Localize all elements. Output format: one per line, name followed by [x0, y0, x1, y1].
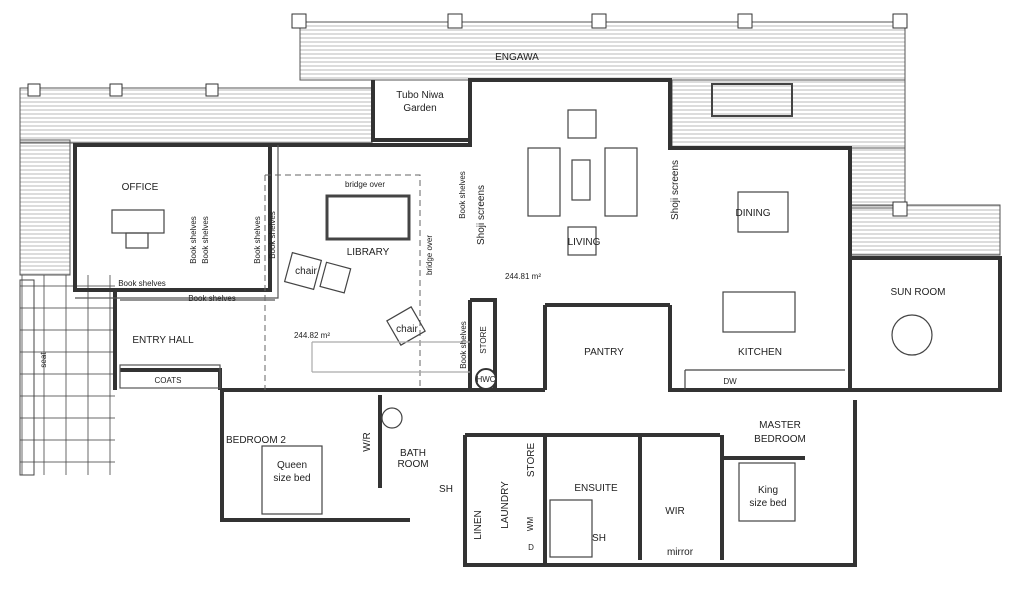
- walls: [73, 78, 1002, 567]
- mirror-label: mirror: [667, 547, 694, 558]
- dryer-label: D: [528, 543, 534, 552]
- ensuite-shower-label: SH: [592, 533, 606, 544]
- garden-label-1: Tubo Niwa: [396, 90, 444, 101]
- hwc-tank: [475, 368, 497, 390]
- book-shelves-label-2: Book shelves: [188, 294, 236, 303]
- queen-bed-label-1: Queen: [277, 460, 307, 471]
- store-label-1: STORE: [479, 326, 488, 353]
- bath-shower-label: SH: [439, 484, 453, 495]
- coats-label: COATS: [155, 376, 182, 385]
- dw-label: DW: [723, 377, 737, 386]
- chair-label-2: chair: [396, 324, 418, 335]
- book-shelves-label-4: Book shelves: [201, 216, 210, 264]
- wm-label: WM: [526, 517, 535, 532]
- library-label: LIBRARY: [347, 247, 390, 258]
- library-area: 244.82 m²: [294, 331, 330, 340]
- hwc-label: HWC: [476, 375, 495, 384]
- engawa-label: ENGAWA: [495, 52, 539, 63]
- office-label: OFFICE: [122, 182, 159, 193]
- book-shelves-label-5: Book shelves: [253, 216, 262, 264]
- king-bed-label-1: King: [758, 485, 778, 496]
- garden-label-2: Garden: [403, 103, 436, 114]
- queen-bed-label-2: size bed: [273, 473, 310, 484]
- kitchen-label: KITCHEN: [738, 347, 782, 358]
- shoji-screens-label-1: Shoji screens: [476, 185, 487, 245]
- bathroom-label-1: BATH: [400, 448, 426, 459]
- engawa-deck: [19, 13, 1001, 276]
- laundry-label: LAUNDRY: [500, 481, 511, 529]
- book-shelves-label-7: Book shelves: [458, 171, 467, 219]
- ensuite-label: ENSUITE: [574, 483, 618, 494]
- paved-area: [20, 275, 115, 475]
- chair-label-1: chair: [295, 266, 317, 277]
- book-shelves-label-1: Book shelves: [118, 279, 166, 288]
- linen-label: LINEN: [473, 510, 484, 539]
- bathroom-label-2: ROOM: [397, 459, 428, 470]
- dining-label: DINING: [736, 208, 771, 219]
- master-bedroom-label-1: MASTER: [759, 420, 801, 431]
- furniture: [111, 83, 933, 558]
- living-label: LIVING: [568, 237, 601, 248]
- bridge-over-label-2: bridge over: [425, 235, 434, 275]
- master-bedroom-label-2: BEDROOM: [754, 434, 806, 445]
- book-shelves-label-3: Book shelves: [189, 216, 198, 264]
- store-label-2: STORE: [526, 443, 537, 478]
- shoji-screens-label-2: Shoji screens: [670, 160, 681, 220]
- king-bed-label-2: size bed: [749, 498, 786, 509]
- living-area: 244.81 m²: [505, 272, 541, 281]
- sun-room-label: SUN ROOM: [891, 287, 946, 298]
- bench-seat: [19, 279, 35, 476]
- seat-label: seat: [39, 352, 48, 368]
- book-shelves-label-6: Book shelves: [268, 211, 277, 259]
- wr-label: W/R: [362, 432, 373, 451]
- entry-hall-label: ENTRY HALL: [132, 335, 194, 346]
- pantry-label: PANTRY: [584, 347, 624, 358]
- bridge-over-label: bridge over: [345, 180, 385, 189]
- book-shelves-label-8: Book shelves: [459, 321, 468, 369]
- bedroom2-label: BEDROOM 2: [226, 435, 286, 446]
- wir-label: WIR: [665, 506, 684, 517]
